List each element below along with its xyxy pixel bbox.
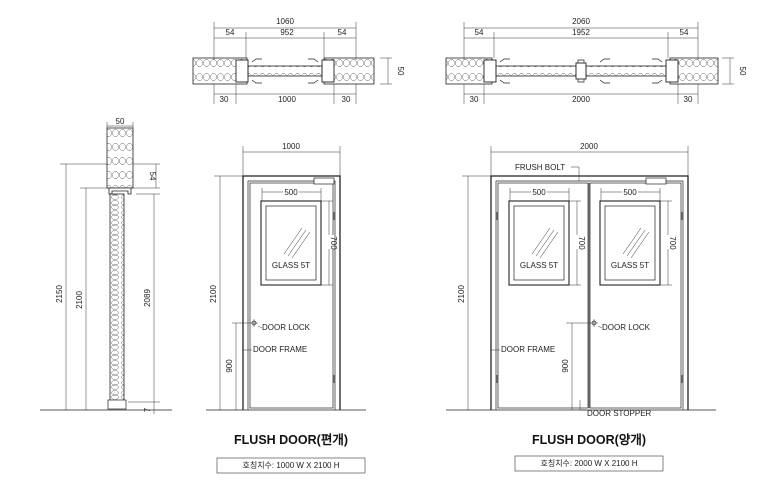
- dim-single-width: 1000: [282, 142, 300, 151]
- dim-double-width: 2000: [580, 142, 598, 151]
- label-door-stopper: DOOR STOPPER: [587, 409, 652, 418]
- label-frush-bolt: FRUSH BOLT: [515, 163, 565, 172]
- dim-single-plan-thick: 50: [396, 67, 405, 76]
- double-door-elevation: 2000 FRUSH BOLT 500 GLASS 5T 700 500: [446, 142, 716, 418]
- double-door-plan: 2060 54 1952 54 50 30 2000 30: [445, 17, 747, 104]
- single-door-caption: 호칭치수: 1000 W X 2100 H: [242, 461, 339, 470]
- single-door-title-block: FLUSH DOOR(편개) 호칭치수: 1000 W X 2100 H: [216, 432, 366, 474]
- single-door-elevation: 1000 500 GLASS 5T 700 DOOR LOCK: [206, 142, 366, 411]
- dim-double-plan-bot-left: 30: [470, 95, 479, 104]
- dim-double-plan-thick: 50: [738, 67, 747, 76]
- dim-double-plan-total: 2060: [572, 17, 590, 26]
- dim-double-plan-bot-right: 30: [684, 95, 693, 104]
- dim-double-plan-right: 54: [680, 28, 689, 37]
- dim-section-head: 54: [148, 172, 157, 181]
- dim-double-plan-bot-mid: 2000: [572, 95, 590, 104]
- dim-single-plan-bot-mid: 1000: [278, 95, 296, 104]
- dim-double-height: 2100: [457, 285, 466, 303]
- dim-single-plan-right: 54: [338, 28, 347, 37]
- dim-section-2150: 2150: [55, 285, 64, 303]
- single-door-plan: 1060 54 952 54 50 30 1000 30: [192, 17, 405, 104]
- dim-single-window-h: 700: [329, 236, 338, 250]
- dim-single-height: 2100: [209, 285, 218, 303]
- dim-section-2100: 2100: [75, 291, 84, 309]
- label-glass-single: GLASS 5T: [272, 261, 310, 270]
- dim-single-plan-mid: 952: [280, 28, 294, 37]
- dim-single-plan-bot-right: 30: [342, 95, 351, 104]
- dim-double-plan-mid: 1952: [572, 28, 590, 37]
- double-door-title: FLUSH DOOR(양개): [532, 432, 646, 447]
- dim-double-window-h-right: 700: [668, 236, 677, 250]
- dim-single-plan-total: 1060: [276, 17, 294, 26]
- dim-section-7: 7: [143, 407, 152, 412]
- dim-double-lock-h: 900: [561, 359, 570, 373]
- dim-double-window-w-left: 500: [532, 188, 546, 197]
- dim-single-lock-h: 900: [225, 359, 234, 373]
- label-door-lock-double: DOOR LOCK: [602, 323, 651, 332]
- label-glass-double-left: GLASS 5T: [520, 261, 558, 270]
- dim-double-window-w-right: 500: [623, 188, 637, 197]
- section-view: 50 54 2150 2100 2089 7: [40, 117, 172, 414]
- double-door-title-block: FLUSH DOOR(양개) 호칭치수: 2000 W X 2100 H: [514, 432, 664, 472]
- dim-single-plan-left: 54: [226, 28, 235, 37]
- dim-single-window-w: 500: [284, 188, 298, 197]
- label-door-frame-single: DOOR FRAME: [253, 345, 307, 354]
- label-glass-double-right: GLASS 5T: [611, 261, 649, 270]
- dim-double-window-h-left: 700: [577, 236, 586, 250]
- dim-section-top: 50: [116, 117, 125, 126]
- label-door-lock-single: DOOR LOCK: [262, 323, 311, 332]
- label-door-frame-double: DOOR FRAME: [501, 345, 555, 354]
- double-door-caption: 호칭치수: 2000 W X 2100 H: [540, 459, 637, 468]
- dim-single-plan-bot-left: 30: [220, 95, 229, 104]
- dim-double-plan-left: 54: [475, 28, 484, 37]
- single-door-title: FLUSH DOOR(편개): [234, 432, 348, 447]
- dim-section-2089: 2089: [143, 289, 152, 307]
